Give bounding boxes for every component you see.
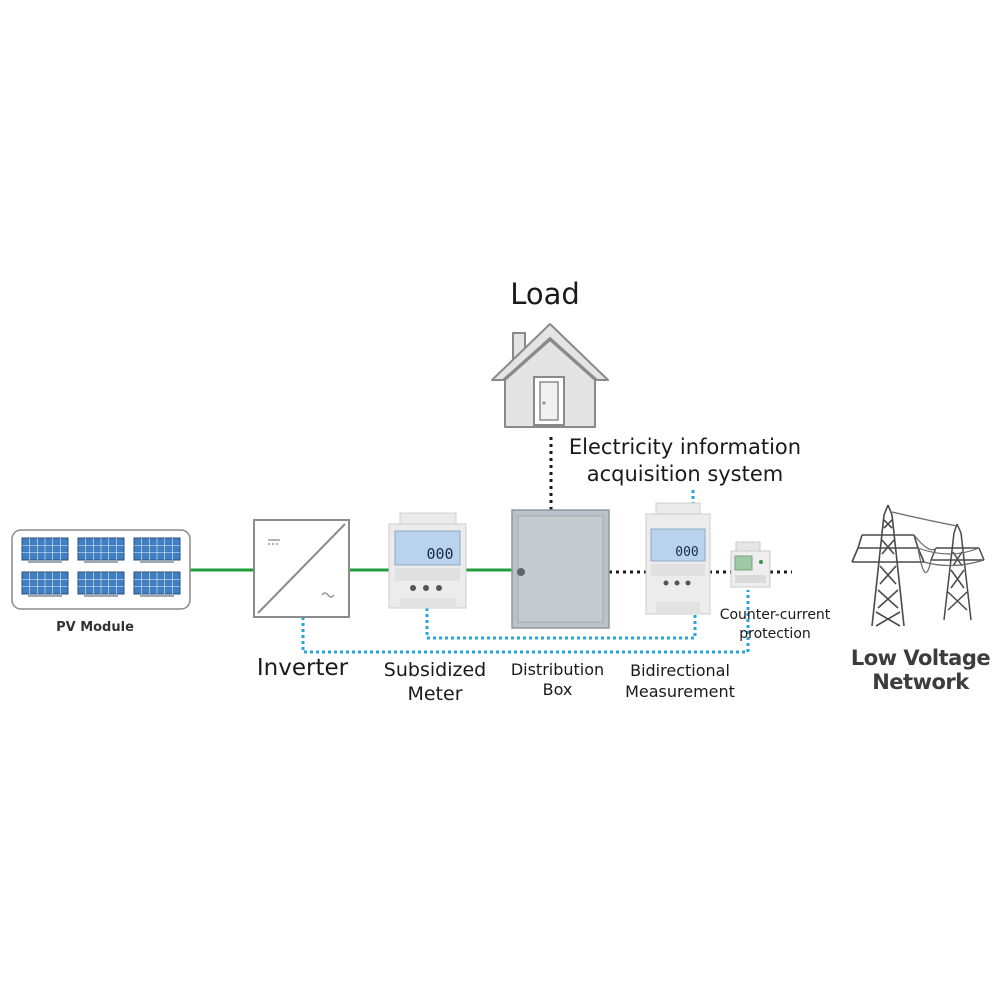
subsidized-meter-label-line-2: Meter: [407, 683, 463, 705]
comm-line-meter-bidir: [425, 608, 697, 640]
bidirectional-meter-button-3: [685, 580, 691, 586]
electricity-info-line-1: Electricity information: [568, 435, 802, 459]
electricity-info-line-2: acquisition system: [586, 462, 784, 486]
house-door-knob: [542, 401, 546, 405]
house-door-panel: [539, 381, 559, 421]
low-voltage-network-label: Low Voltage Network: [838, 646, 1001, 694]
house-icon: [491, 323, 609, 428]
counter-current-device-led: [759, 560, 763, 564]
inverter-label: Inverter: [256, 655, 349, 681]
distribution-box: [511, 509, 610, 629]
distribution-box-door: [517, 515, 604, 623]
bidirectional-meter-button-1: [663, 580, 669, 586]
pv-module: [11, 529, 191, 610]
solar-panel-6: [133, 571, 181, 597]
inverter-diagonal: [257, 523, 346, 614]
subsidized-meter-bottom-rail: [400, 598, 456, 608]
subsidized-meter-screen: [394, 530, 461, 566]
counter-current-label: Counter-current protection: [705, 606, 845, 644]
counter-current-device-terminal: [735, 575, 766, 583]
transmission-tower-small: [930, 523, 985, 621]
low-voltage-network-label-line-2: Network: [872, 670, 969, 694]
subsidized-meter-label-line-1: Subsidized: [383, 659, 487, 681]
solar-panel-2: [77, 537, 125, 563]
bidirectional-meter: 000: [645, 502, 711, 615]
transmission-wires: [891, 511, 985, 573]
pv-module-label: PV Module: [56, 620, 134, 635]
distribution-box-label: Distribution Box: [500, 660, 615, 700]
bidirectional-measurement-label: Bidirectional Measurement: [605, 660, 755, 702]
subsidized-meter-digits: 000: [426, 545, 453, 563]
bidirectional-meter-digits: 000: [675, 545, 698, 560]
counter-current-device: [730, 541, 771, 588]
distribution-box-label-line-1: Distribution: [510, 660, 605, 679]
subsidized-meter-button-2: [423, 585, 429, 591]
bidirectional-meter-bottom-rail: [656, 602, 700, 614]
bidirectional-meter-top-rail: [655, 502, 701, 516]
counter-current-label-line-1: Counter-current: [719, 607, 831, 623]
solar-panel-3: [133, 537, 181, 563]
bidirectional-label-line-2: Measurement: [625, 682, 735, 701]
bidirectional-meter-button-2: [674, 580, 680, 586]
counter-current-device-screen: [734, 555, 753, 571]
house-roof: [491, 323, 609, 381]
subsidized-meter-button-3: [436, 585, 442, 591]
solar-panel-5: [77, 571, 125, 597]
subsidized-meter-info-plate: [395, 568, 460, 581]
load-label: Load: [510, 277, 580, 311]
bidirectional-meter-screen: [650, 528, 706, 562]
inverter-ac-icon: [321, 592, 335, 598]
bidirectional-label-line-1: Bidirectional: [630, 661, 730, 680]
subsidized-meter: 000: [388, 512, 467, 609]
solar-panel-4: [21, 571, 69, 597]
inverter: [253, 519, 350, 618]
transmission-tower-large: [851, 504, 925, 627]
subsidized-meter-top-rail: [399, 512, 457, 526]
bidirectional-meter-info-plate: [651, 564, 705, 576]
distribution-box-label-line-2: Box: [542, 680, 573, 699]
distribution-box-lock: [517, 568, 525, 576]
counter-current-label-line-2: protection: [739, 626, 811, 642]
load-lines: [549, 437, 792, 574]
low-voltage-network-label-line-1: Low Voltage: [850, 646, 991, 670]
solar-panel-group: [21, 537, 181, 597]
solar-panel-1: [21, 537, 69, 563]
subsidized-meter-button-1: [410, 585, 416, 591]
electricity-info-label: Electricity information acquisition syst…: [560, 434, 810, 488]
comm-line-inverter-protection: [301, 590, 750, 654]
subsidized-meter-label: Subsidized Meter: [370, 658, 500, 706]
